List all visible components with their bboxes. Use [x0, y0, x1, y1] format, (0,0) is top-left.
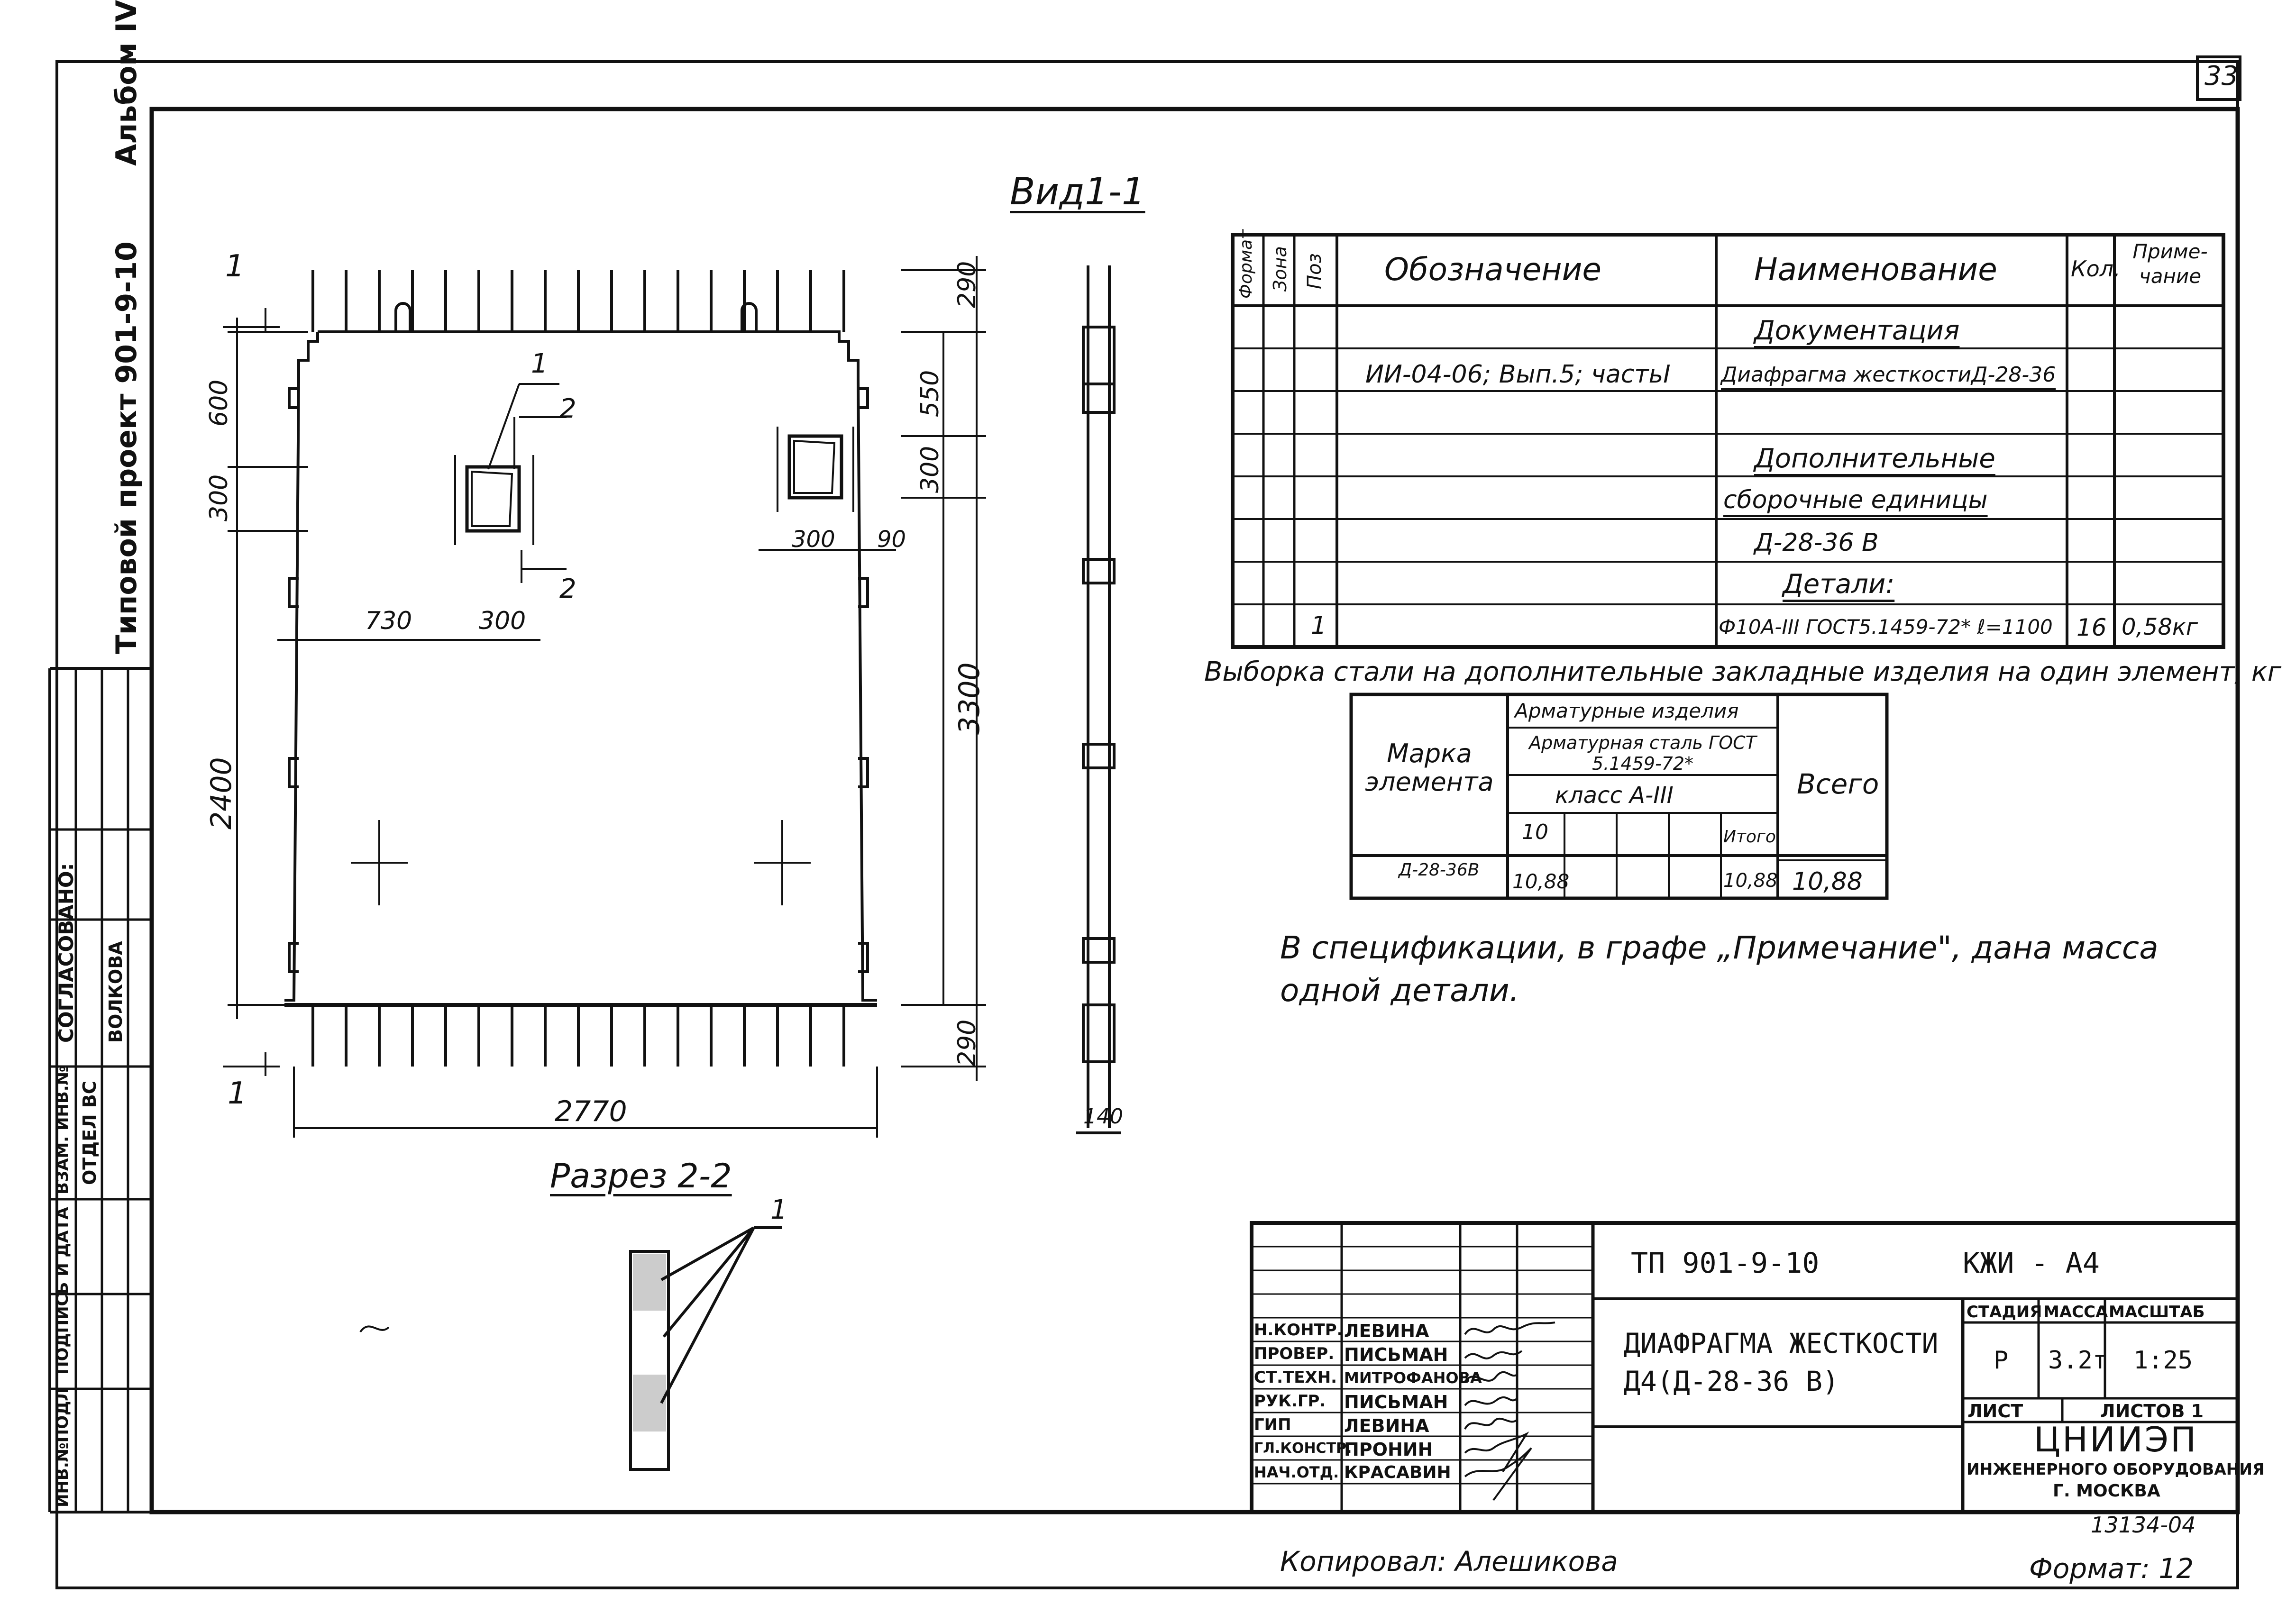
dim-300-bottom: 300: [479, 607, 526, 635]
spec-row-3-name: Дополнительные: [1754, 443, 1995, 474]
tb-person-row: РУК.ГР.ПИСЬМАН: [1254, 1392, 1448, 1413]
cut-mark-2-bottom: 2: [559, 574, 576, 604]
tb-sheet-code: КЖИ - А4: [1963, 1247, 2100, 1280]
tb-stage: Р: [1994, 1346, 2009, 1375]
position-mark-1: 1: [531, 348, 548, 379]
spec-row-6-name: Детали:: [1783, 569, 1895, 600]
tb-person-row: СТ.ТЕХН.МИТРОФАНОВА: [1254, 1368, 1482, 1387]
spec-header-designation: Обозначение: [1384, 251, 1601, 288]
steel-total-header: Всего: [1797, 768, 1879, 800]
tb-person-row: ПРОВЕР.ПИСЬМАН: [1254, 1344, 1448, 1365]
note-text: В спецификации, в графе „Примечание", да…: [1280, 930, 2159, 1009]
tb-scale: 1:25: [2133, 1346, 2193, 1375]
cut-mark-1-top: 1: [225, 249, 245, 284]
spec-row-7-pos: 1: [1311, 611, 1327, 640]
tb-mass: 3.2т: [2048, 1346, 2108, 1375]
tb-sheets-label: ЛИСТОВ 1: [2100, 1401, 2204, 1422]
tb-title-line1: ДИАФРАГМА ЖЕСТКОСТИ: [1624, 1327, 1939, 1359]
tb-project-code: ТП 901-9-10: [1631, 1247, 1820, 1280]
tb-org-line2: ИНЖЕНЕРНОГО ОБОРУДОВАНИЯ: [1967, 1460, 2265, 1478]
section-position-mark-1: 1: [770, 1194, 787, 1225]
spec-header-note: Приме-чание: [2132, 240, 2208, 288]
steel-row-mark: Д-28-36В: [1399, 860, 1480, 880]
steel-mark-header: Марка элемента: [1365, 739, 1494, 797]
tb-scale-label: МАСШТАБ: [2109, 1303, 2205, 1322]
tb-person-row: ГЛ.КОНСТР.ПРОНИН: [1254, 1439, 1433, 1460]
tb-title-line2: Д4(Д-28-36 В): [1624, 1365, 1839, 1397]
tb-org-city: Г. МОСКВА: [2053, 1481, 2160, 1501]
tb-sheet-label: ЛИСТ: [1967, 1401, 2023, 1422]
steel-row-10: 10,88: [1512, 870, 1570, 893]
bottom-rebars: [311, 1007, 845, 1067]
spec-row-1-designation: ИИ-04-06; Вып.5; частьI: [1365, 360, 1671, 389]
spec-row-4-name: сборочные единицы: [1723, 486, 1988, 514]
spec-header-qty: Кол.: [2071, 256, 2121, 282]
dim-300-right-opening: 300: [792, 526, 835, 553]
steel-row-itogo: 10,88: [1723, 870, 1778, 892]
side-view: [1076, 265, 1121, 1134]
steel-col-itogo: Итого: [1723, 827, 1776, 847]
view-title: Вид1-1: [1010, 171, 1145, 213]
spec-row-5-name: Д-28-36 В: [1754, 529, 1879, 557]
panel-outline: [284, 330, 877, 1002]
copied-by: Копировал: Алешикова: [1280, 1545, 1618, 1577]
spec-row-1-name: Диафрагма жесткостиД-28-36: [1721, 363, 2056, 387]
section-title: Разрез 2-2: [550, 1157, 732, 1195]
order-number: 13134-04: [2091, 1512, 2196, 1538]
steel-sub-header: Арматурная сталь ГОСТ 5.1459-72*: [1529, 732, 1756, 774]
spec-row-7-note: 0,58кг: [2122, 614, 2198, 640]
dim-90: 90: [877, 526, 906, 553]
steel-caption: Выборка стали на дополнительные закладны…: [1204, 656, 2282, 687]
tb-stage-label: СТАДИЯ: [1967, 1303, 2042, 1322]
sheet-format: Формат: 12: [2029, 1552, 2194, 1585]
cut-mark-1-bottom: 1: [228, 1076, 247, 1111]
steel-col-10: 10: [1522, 820, 1548, 844]
page-number: 33: [2205, 61, 2239, 91]
dim-730: 730: [365, 607, 412, 635]
cut-mark-2-top: 2: [559, 393, 576, 424]
spec-row-7-qty: 16: [2076, 614, 2107, 641]
spec-header-name: Наименование: [1754, 251, 1997, 288]
tb-people: Н.КОНТР.ЛЕВИНА ПРОВЕР.ПИСЬМАН СТ.ТЕХН.МИ…: [1254, 1319, 1482, 1485]
tb-mass-label: МАССА: [2043, 1303, 2108, 1322]
steel-row-total: 10,88: [1792, 867, 1863, 896]
tb-person-row: НАЧ.ОТД.КРАСАВИН: [1254, 1463, 1451, 1482]
top-rebars: [311, 270, 845, 332]
spec-row-7-name: Ф10А-III ГОСТ5.1459-72* ℓ=1100: [1719, 615, 2053, 638]
spec-row-0-name: Документация: [1754, 315, 1960, 346]
section-2-2: [629, 1226, 782, 1471]
dim-side-140: 140: [1083, 1104, 1123, 1129]
tb-org-name: ЦНИИЭП: [2034, 1420, 2198, 1459]
dim-width-2770: 2770: [555, 1095, 627, 1128]
steel-class-header: класс А-III: [1555, 782, 1674, 809]
steel-group-header: Арматурные изделия: [1515, 699, 1739, 722]
tb-person-row: Н.КОНТР.ЛЕВИНА: [1254, 1321, 1429, 1341]
